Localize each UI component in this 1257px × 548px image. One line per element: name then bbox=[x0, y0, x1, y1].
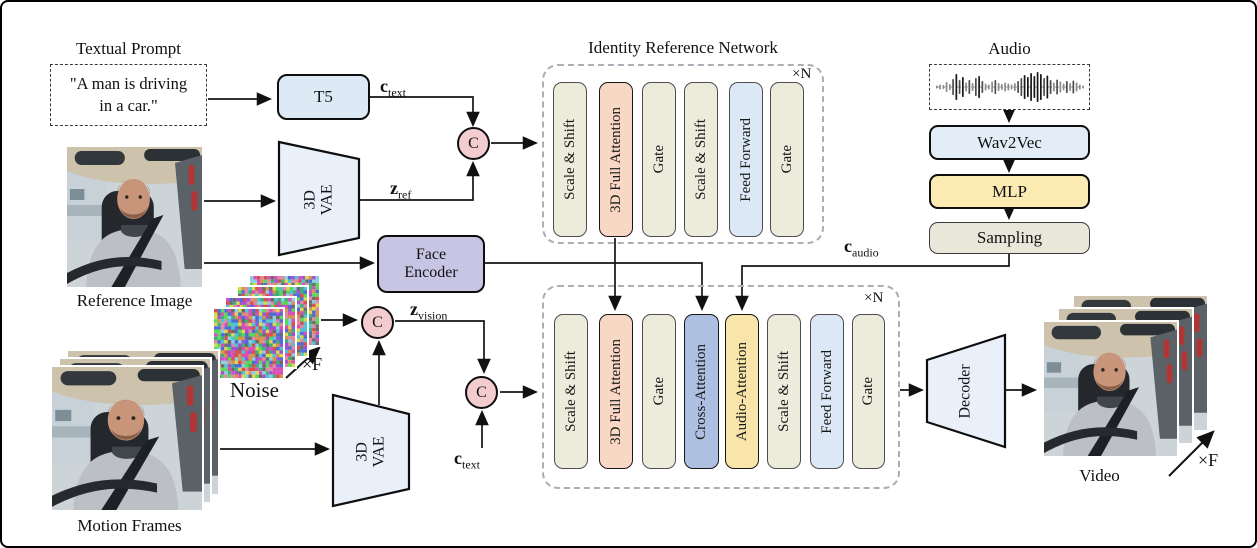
z-vision-symbol: z bbox=[410, 299, 418, 319]
dn-block-scale-shift-2: Scale & Shift bbox=[767, 314, 801, 469]
irn-block-3d-full-attention: 3D Full Attention bbox=[599, 82, 633, 237]
mlp-label: MLP bbox=[992, 181, 1027, 201]
block-label: Scale & Shift bbox=[562, 351, 579, 432]
vae-top-line1: 3D bbox=[301, 189, 319, 210]
concat-circle-2: C bbox=[361, 306, 394, 339]
video-caption: Video bbox=[1079, 466, 1120, 485]
noise-frame-1 bbox=[212, 307, 285, 380]
dn-block-feed-forward: Feed Forward bbox=[810, 314, 844, 469]
irn-block-gate-2: Gate bbox=[770, 82, 804, 237]
concat-symbol: C bbox=[476, 383, 487, 401]
concat-symbol: C bbox=[372, 313, 383, 331]
concat-circle-3: C bbox=[465, 376, 498, 409]
z-ref-signal-label: zref bbox=[390, 178, 411, 203]
motion-frames-caption: Motion Frames bbox=[77, 516, 182, 535]
block-label: Gate bbox=[778, 145, 795, 174]
vae-top-line2: VAE bbox=[317, 184, 335, 215]
reference-image-caption: Reference Image bbox=[76, 291, 193, 310]
c-text-subscript: text bbox=[388, 85, 406, 100]
face-encoder-line2: Encoder bbox=[404, 264, 458, 281]
c-audio-symbol: c bbox=[844, 236, 852, 256]
noise-repeat-label: ×F bbox=[302, 354, 323, 374]
block-label: Gate bbox=[860, 377, 876, 406]
block-label: 3D Full Attention bbox=[607, 338, 624, 445]
vae-bottom-line2: VAE bbox=[369, 436, 387, 468]
face-encoder-box: Face Encoder bbox=[377, 235, 485, 293]
decoder-box: Decoder bbox=[927, 347, 1005, 435]
dn-block-cross-attention: Cross-Attention bbox=[684, 314, 719, 469]
dn-block-3d-full-attention: 3D Full Attention bbox=[599, 314, 633, 469]
c-text-symbol: c bbox=[380, 76, 388, 96]
c-text-signal-label: ctext bbox=[380, 76, 406, 101]
z-ref-subscript: ref bbox=[398, 187, 412, 202]
prompt-text-line1: "A man is driving bbox=[69, 73, 188, 93]
concat-symbol: C bbox=[468, 134, 479, 152]
c-audio-signal-label: caudio bbox=[844, 236, 879, 261]
block-label: Cross-Attention bbox=[693, 343, 709, 440]
video-frame-1 bbox=[1042, 320, 1179, 458]
c-text2-signal-label: ctext bbox=[454, 448, 480, 473]
c-text2-symbol: c bbox=[454, 448, 462, 468]
noise-caption: Noise bbox=[230, 378, 279, 402]
decoder-shape bbox=[925, 333, 1007, 449]
vae-bottom-box: 3D VAE bbox=[333, 408, 409, 496]
block-label: Gate bbox=[650, 377, 667, 406]
t5-box: T5 bbox=[277, 74, 370, 120]
block-label: Scale & Shift bbox=[692, 119, 709, 200]
denoising-network-box bbox=[542, 285, 900, 489]
reference-image bbox=[65, 145, 204, 289]
irn-block-feed-forward: Feed Forward bbox=[729, 82, 763, 237]
vae-bottom-shape bbox=[331, 393, 411, 508]
audio-waveform-icon bbox=[933, 68, 1086, 106]
block-label: Scale & Shift bbox=[775, 351, 792, 432]
vae-top-box: 3D VAE bbox=[279, 152, 359, 247]
prompt-box: "A man is driving in a car." bbox=[50, 64, 207, 126]
identity-reference-network-box bbox=[542, 64, 824, 244]
wav2vec-box: Wav2Vec bbox=[929, 125, 1090, 160]
identity-network-repeat-label: ×N bbox=[792, 66, 812, 82]
block-label: Scale & Shift bbox=[561, 119, 578, 200]
block-label: Feed Forward bbox=[737, 117, 754, 202]
motion-frame-1 bbox=[50, 365, 204, 512]
z-ref-symbol: z bbox=[390, 178, 398, 198]
irn-block-scale-shift-1: Scale & Shift bbox=[553, 82, 587, 237]
irn-block-gate-1: Gate bbox=[642, 82, 676, 237]
prompt-text-line2: in a car." bbox=[99, 96, 158, 115]
t5-label: T5 bbox=[314, 87, 333, 107]
concat-circle-1: C bbox=[457, 127, 490, 160]
mlp-box: MLP bbox=[929, 174, 1090, 209]
dn-block-gate-1: Gate bbox=[642, 314, 676, 469]
video-repeat-label: ×F bbox=[1198, 450, 1219, 470]
wav2vec-label: Wav2Vec bbox=[977, 132, 1042, 152]
block-label: Gate bbox=[650, 145, 667, 174]
z-vision-subscript: vision bbox=[418, 308, 448, 323]
denoising-network-repeat-label: ×N bbox=[864, 290, 884, 306]
block-label: 3D Full Attention bbox=[607, 106, 624, 213]
c-audio-subscript: audio bbox=[852, 245, 879, 260]
sampling-box: Sampling bbox=[929, 222, 1090, 254]
irn-block-scale-shift-2: Scale & Shift bbox=[684, 82, 718, 237]
textual-prompt-title: Textual Prompt bbox=[75, 39, 182, 58]
dn-block-scale-shift-1: Scale & Shift bbox=[554, 314, 588, 469]
audio-title: Audio bbox=[988, 39, 1031, 58]
dn-block-audio-attention: Audio-Attention bbox=[725, 314, 759, 469]
vae-top-shape bbox=[277, 140, 361, 257]
z-vision-signal-label: zvision bbox=[410, 299, 447, 324]
c-text2-subscript: text bbox=[462, 457, 480, 472]
dn-block-gate-2: Gate bbox=[852, 314, 885, 469]
block-label: Feed Forward bbox=[818, 349, 835, 434]
decoder-label: Decoder bbox=[956, 363, 974, 419]
block-label: Audio-Attention bbox=[733, 341, 750, 442]
sampling-label: Sampling bbox=[976, 228, 1043, 248]
face-encoder-line1: Face bbox=[415, 245, 447, 263]
vae-bottom-line1: 3D bbox=[353, 442, 371, 462]
identity-reference-network-title: Identity Reference Network bbox=[588, 38, 778, 57]
